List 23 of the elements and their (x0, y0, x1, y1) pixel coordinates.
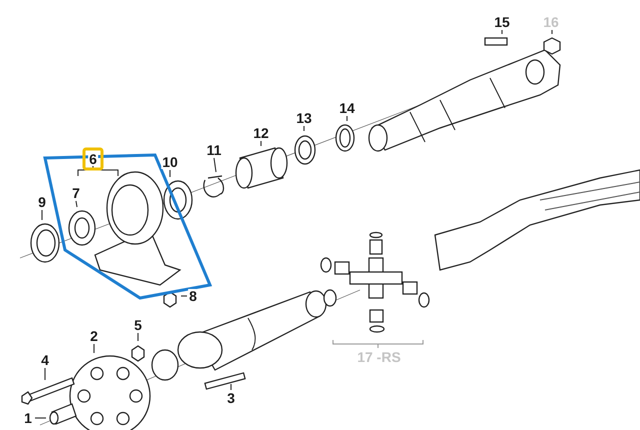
leader-line (44, 368, 46, 380)
callout-number: 1 (23, 411, 33, 425)
callout-number: 10 (161, 155, 179, 169)
callout-number: 8 (188, 289, 198, 303)
leader-line (260, 140, 262, 146)
callout-number: 14 (338, 101, 356, 115)
leader-line (230, 384, 232, 390)
leader-line (346, 116, 348, 122)
callout-number: 9 (37, 195, 47, 209)
callout-number: 15 (493, 15, 511, 29)
callout-number: 16 (542, 15, 560, 29)
callout-number: 7 (71, 186, 81, 200)
callout-number: 17 -RS (356, 350, 402, 364)
leader-line (214, 158, 216, 172)
callout-number: 3 (226, 391, 236, 405)
callout-number: 6 (88, 152, 98, 166)
leader-line (76, 200, 78, 208)
callout-number: 13 (295, 111, 313, 125)
callout-number: 2 (89, 329, 99, 343)
callout-number: 5 (133, 318, 143, 332)
callout-number: 11 (206, 143, 222, 157)
callout-number: 4 (40, 353, 50, 367)
callout-number: 12 (252, 126, 270, 140)
